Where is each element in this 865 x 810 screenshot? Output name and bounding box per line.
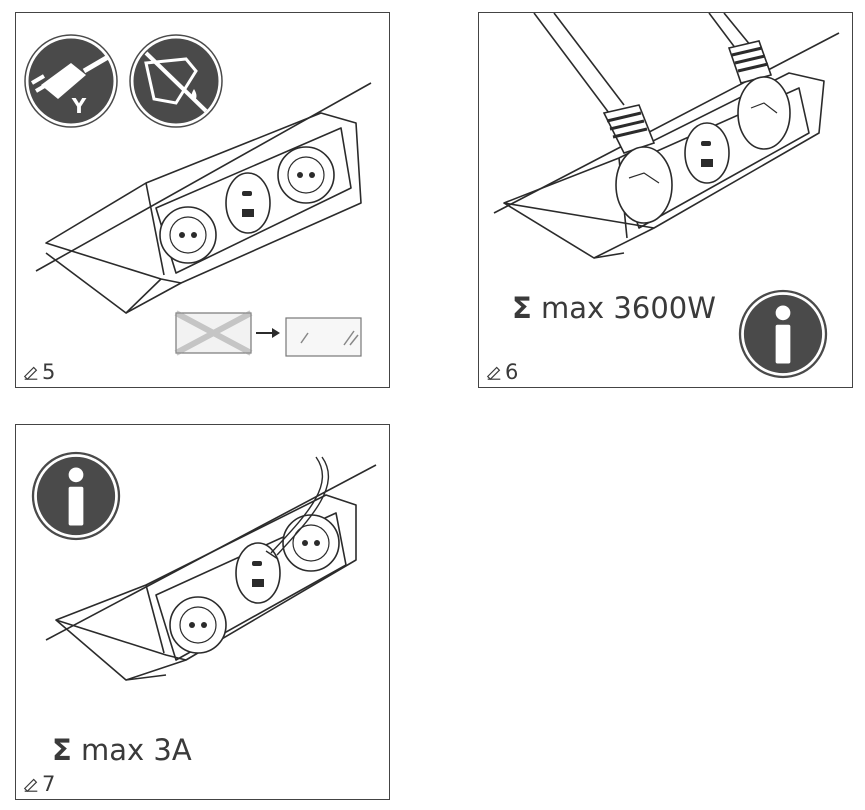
info-icon: [31, 451, 121, 541]
socket-usb: [684, 122, 730, 184]
step-panel-6: Σ max 3600W 6: [478, 12, 853, 388]
pencil-icon: [23, 366, 38, 381]
pencil-icon: [486, 366, 501, 381]
glass-clean-icon: [174, 310, 362, 357]
step-number-7: 7: [22, 772, 55, 796]
step-number-text: 5: [42, 360, 56, 384]
socket-usb: [235, 542, 281, 604]
sigma-symbol: Σ: [52, 733, 72, 767]
step-number-6: 6: [485, 360, 518, 384]
plug-y-letter: Y: [71, 94, 87, 118]
step-panel-7: Σ max 3A 7: [15, 424, 390, 800]
pencil-icon: [23, 778, 38, 793]
plug-y-icon: Y: [24, 34, 118, 128]
power-rating-label: Σ max 3600W: [512, 291, 716, 325]
power-cables: [533, 13, 752, 114]
step-number-text: 7: [42, 772, 56, 796]
plug-right: [727, 40, 791, 150]
step-number-text: 6: [505, 360, 519, 384]
socket-left: [159, 206, 217, 264]
sigma-symbol: Σ: [512, 291, 532, 325]
step-number-5: 5: [22, 360, 55, 384]
no-liquid-cleaner-icon: [129, 34, 223, 128]
usb-cable: [265, 456, 330, 560]
step-panel-5: Y 5: [15, 12, 390, 388]
socket-right: [282, 514, 340, 572]
current-rating-value: max 3A: [81, 733, 192, 767]
power-strip-usb-cable-illustration: [45, 456, 377, 681]
socket-usb: [225, 172, 271, 234]
plug-left: [602, 104, 673, 224]
socket-left: [169, 596, 227, 654]
power-strip-illustration: Y: [24, 34, 372, 357]
power-rating-value: max 3600W: [541, 291, 716, 325]
info-icon: [738, 289, 828, 379]
socket-right: [277, 146, 335, 204]
current-rating-label: Σ max 3A: [52, 733, 192, 767]
power-strip-plugged-illustration: [493, 13, 840, 259]
